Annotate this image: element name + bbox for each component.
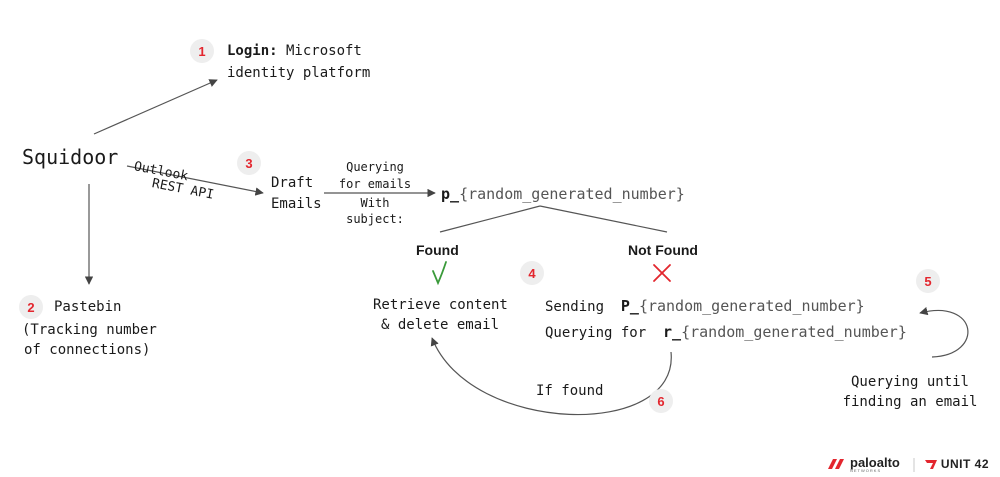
login-rest: Microsoft xyxy=(277,43,362,59)
query-label-3: With xyxy=(360,196,390,210)
loop-arrow xyxy=(919,307,969,358)
query-label-4: subject: xyxy=(346,212,404,226)
step-badge-2: 2 xyxy=(19,295,43,319)
if-found-label: If found xyxy=(536,383,604,399)
subject-prefix: p_ xyxy=(441,185,460,203)
querying-line: Querying for r_{random_generated_number} xyxy=(545,322,907,343)
query-label-1: Querying xyxy=(346,160,404,174)
subject-pattern: p_{random_generated_number} xyxy=(441,184,685,204)
pastebin-line3: of connections) xyxy=(24,342,151,358)
not-found-label: Not Found xyxy=(628,242,698,258)
paloalto-wordmark: paloalto NETWORKS xyxy=(850,456,900,473)
arrow-if-found xyxy=(430,337,672,416)
check-icon xyxy=(432,261,447,286)
loop-line2: finding an email xyxy=(842,394,978,410)
unit42-logo-text: UNIT 42 xyxy=(940,457,990,471)
found-action-1: Retrieve content xyxy=(373,297,508,313)
pastebin-title: Pastebin xyxy=(54,299,122,315)
sending-line: Sending P_{random_generated_number} xyxy=(545,296,865,317)
branch-found xyxy=(439,205,541,233)
sending-prefix: P_ xyxy=(620,297,639,315)
querying-suffix: {random_generated_number} xyxy=(681,323,907,341)
query-label-2: for emails xyxy=(338,177,412,191)
branch-not-found xyxy=(539,205,668,233)
login-title: Login: xyxy=(227,43,278,59)
found-label: Found xyxy=(416,242,459,258)
pastebin-line2: (Tracking number xyxy=(22,322,157,338)
step-badge-5: 5 xyxy=(916,269,940,293)
logo-area: paloalto NETWORKS UNIT 42 xyxy=(826,454,989,474)
paloalto-logo-icon xyxy=(828,459,844,469)
step-badge-4: 4 xyxy=(520,261,544,285)
step-badge-3: 3 xyxy=(237,151,261,175)
draft-line1: Draft xyxy=(271,175,314,191)
login-line2: identity platform xyxy=(227,65,371,81)
draft-line2: Emails xyxy=(271,196,322,212)
paloalto-logo-text: paloalto xyxy=(850,454,900,470)
arrow-to-draft xyxy=(126,165,264,196)
loop-line1: Querying until xyxy=(850,374,969,390)
step-badge-6: 6 xyxy=(649,389,673,413)
sending-suffix: {random_generated_number} xyxy=(638,297,865,315)
querying-label: Querying for xyxy=(545,325,647,341)
unit42-logo-icon xyxy=(924,460,937,469)
arrow-to-login xyxy=(93,79,218,135)
squidoor-node: Squidoor xyxy=(22,145,119,169)
login-line1: Login: Microsoft xyxy=(227,41,362,61)
querying-prefix: r_ xyxy=(663,323,682,341)
sending-label: Sending xyxy=(545,299,605,315)
step-badge-1: 1 xyxy=(190,39,214,63)
found-action-2: & delete email xyxy=(381,317,500,333)
subject-suffix: {random_generated_number} xyxy=(459,185,685,203)
cross-icon xyxy=(653,264,671,282)
paloalto-logo-subtext: NETWORKS xyxy=(850,467,882,473)
